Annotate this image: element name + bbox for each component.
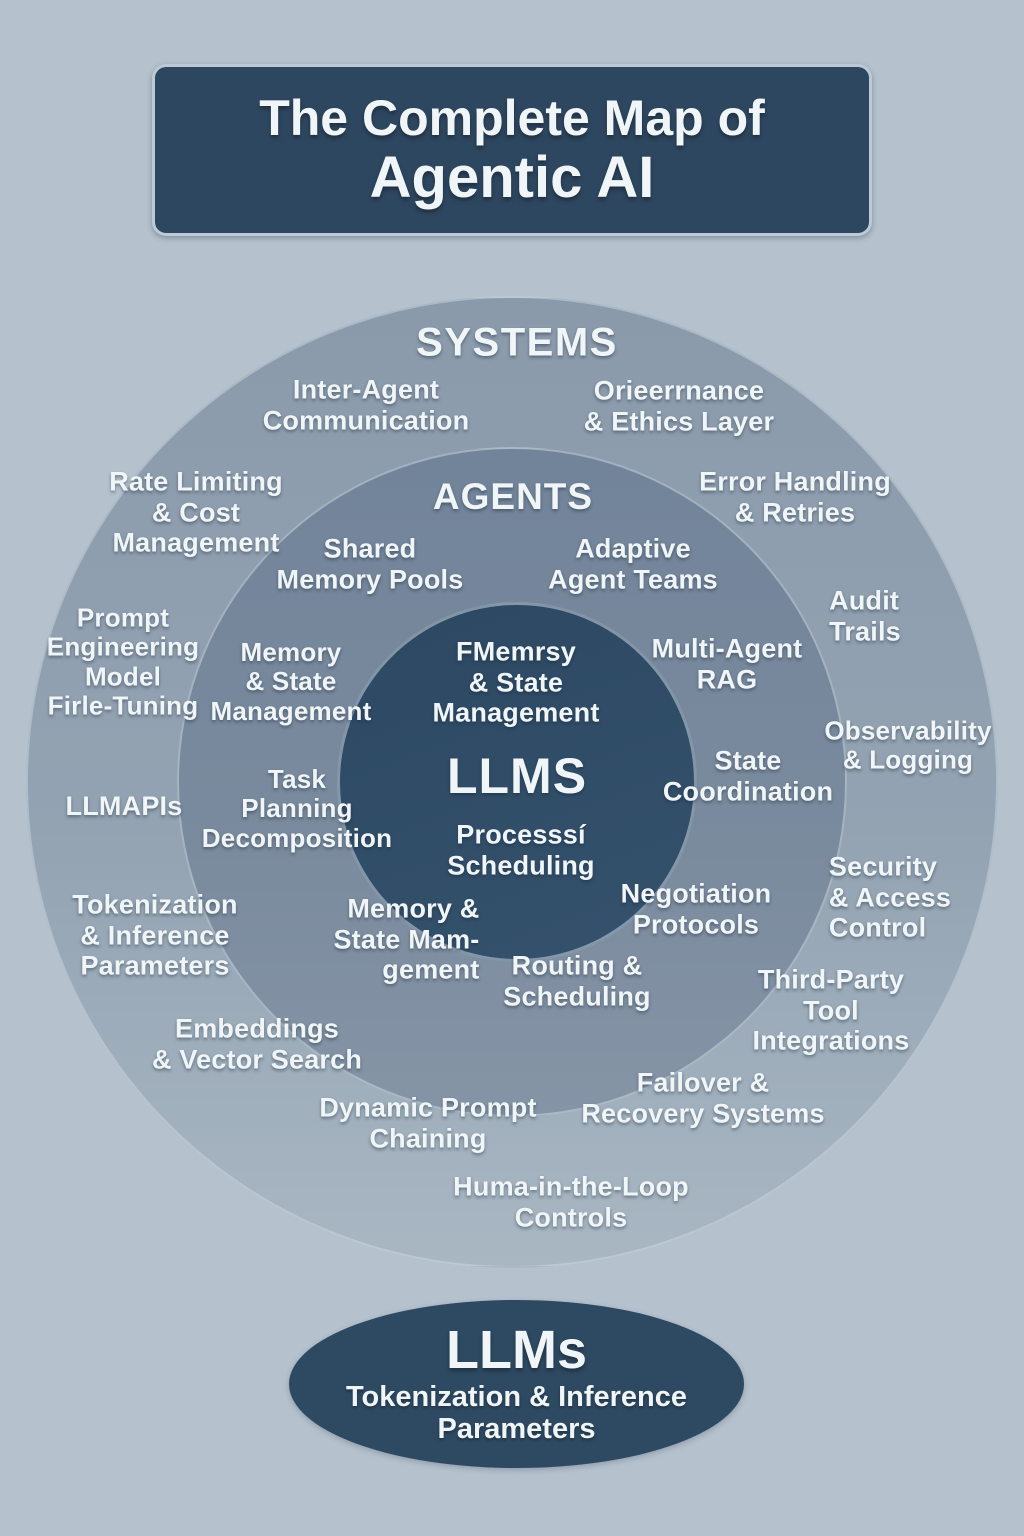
llms-center-header: LLMS [446,747,588,804]
label-error-handling-retries: Error Handling & Retries [699,466,891,528]
label-adaptive-agent-teams: Adaptive Agent Teams [548,533,718,595]
label-process-scheduling: Processsí Scheduling [447,819,595,881]
label-task-planning-decomposition: Task Planning Decomposition [201,763,393,853]
label-llm-apis: LLMAPIs [65,790,183,821]
label-memory-state-management-left: Memory & State Management [210,636,372,726]
label-security-access-control: Security & Access Control [828,851,952,943]
label-tokenization-inference-parameters: Tokenization & Inference Parameters [72,889,238,981]
inner-circle-llms [337,602,697,962]
title-panel: The Complete Map of Agentic AI [152,64,872,236]
title-line-1: The Complete Map of [259,89,765,146]
label-dynamic-prompt-chaining: Dynamic Prompt Chaining [319,1092,537,1154]
label-embeddings-vector-search: Embeddings & Vector Search [151,1013,363,1075]
systems-ring-header: SYSTEMS [416,320,618,365]
label-inner-memory-state-management: FMemrsy & State Management [432,636,600,728]
label-governance-ethics-layer: Orieerrnance & Ethics Layer [583,375,775,437]
title-line-2: Agentic AI [369,144,655,210]
label-negotiation-protocols: Negotiation Protocols [620,878,772,940]
label-observability-logging: Observability & Logging [824,715,992,775]
label-shared-memory-pools: Shared Memory Pools [276,533,464,595]
footer-ellipse-subtitle: Tokenization & Inference Parameters [345,1381,688,1446]
label-state-coordination: State Coordination [662,745,834,807]
label-inter-agent-communication: Inter-Agent Communication [262,374,470,436]
label-audit-trails: Audit Trails [829,585,901,647]
label-human-in-the-loop-controls: Huma-in-the-Loop Controls [453,1171,689,1233]
agents-ring-header: AGENTS [432,476,594,518]
label-failover-recovery-systems: Failover & Recovery Systems [581,1067,825,1129]
label-memory-state-mamgement-bottom: Memory & State Mam- gement [333,893,480,985]
label-routing-scheduling: Routing & Scheduling [503,950,651,1012]
label-multi-agent-rag: Multi-Agent RAG [651,633,803,695]
label-prompt-engineering-model-fine-tuning: Prompt Engineering Model Firle-Tuning [46,602,200,721]
llms-footer-ellipse: LLMs Tokenization & Inference Parameters [289,1300,744,1468]
label-third-party-tool-integrations: Third-Party Tool Integrations [752,964,910,1056]
footer-ellipse-title: LLMs [446,1319,587,1380]
label-rate-limiting-cost-management: Rate Limiting & Cost Management [109,466,283,558]
